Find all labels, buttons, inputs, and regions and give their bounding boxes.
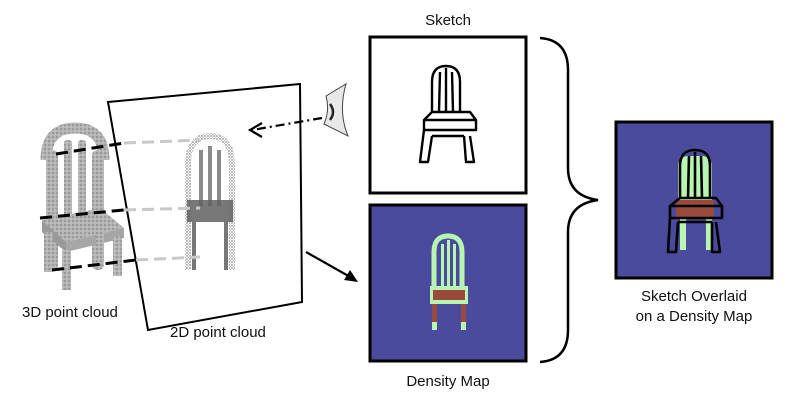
density-map-label: Density Map: [406, 373, 490, 390]
overlay-chair: [666, 148, 724, 254]
merge-brace: [539, 36, 599, 364]
view-arrow: [247, 116, 323, 138]
sketch-chair-drawing: [418, 64, 478, 164]
point-cloud-3d-label: 3D point cloud: [22, 304, 118, 321]
sketch-label: Sketch: [425, 12, 471, 29]
overlay-label-line1: Sketch Overlaid: [641, 288, 747, 305]
projection-lines: [39, 138, 201, 272]
chair-2d-point-cloud: [185, 132, 235, 270]
density-chair: [430, 233, 468, 330]
point-cloud-2d-label: 2D point cloud: [170, 324, 266, 341]
density-arrow: [305, 251, 358, 282]
eye-icon: [323, 82, 349, 138]
chair-3d-point-cloud: [40, 122, 124, 290]
sketch-panel: [368, 35, 528, 195]
overlay-label-line2: on a Density Map: [635, 308, 753, 325]
